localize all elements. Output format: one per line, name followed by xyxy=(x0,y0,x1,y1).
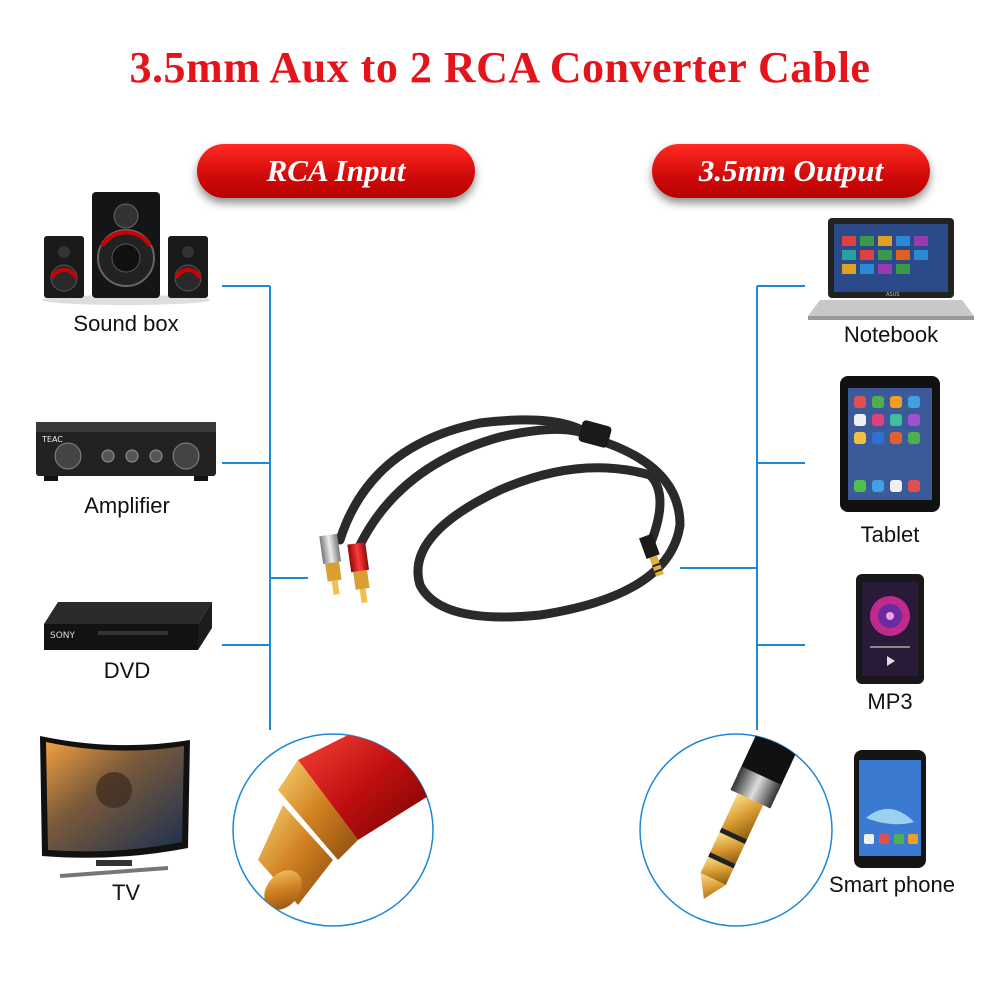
device-label-tv: TV xyxy=(111,880,141,905)
tv-icon xyxy=(40,736,190,878)
mp3-player-icon xyxy=(856,574,924,684)
device-label-notebook: Notebook xyxy=(843,322,939,347)
output-header: 3.5mm Output xyxy=(652,144,930,198)
page-title: 3.5mm Aux to 2 RCA Converter Cable xyxy=(129,43,871,92)
amplifier-icon: TEAC xyxy=(36,422,216,481)
device-label-dvd: DVD xyxy=(103,658,151,683)
rca-cable-product xyxy=(319,415,685,622)
dvd-player-icon: SONY xyxy=(44,602,212,650)
dvd-brand-text: SONY xyxy=(50,631,76,641)
device-label-tablet: Tablet xyxy=(860,522,920,547)
device-label-sound-box: Sound box xyxy=(73,311,179,336)
laptop-brand-text: ASUS xyxy=(886,292,899,298)
laptop-icon: ASUS xyxy=(808,218,974,320)
rca-input-header: RCA Input xyxy=(197,144,475,198)
tablet-icon xyxy=(840,376,940,512)
amp-brand-text: TEAC xyxy=(41,435,63,444)
device-label-smart-phone: Smart phone xyxy=(829,872,955,897)
rca-plug-closeup-icon xyxy=(232,733,434,927)
smartphone-icon xyxy=(854,750,926,868)
speaker-system-icon xyxy=(42,192,210,305)
device-label-amplifier: Amplifier xyxy=(84,493,170,518)
aux-plug-closeup-icon xyxy=(639,730,833,927)
device-label-mp3: MP3 xyxy=(867,689,913,714)
